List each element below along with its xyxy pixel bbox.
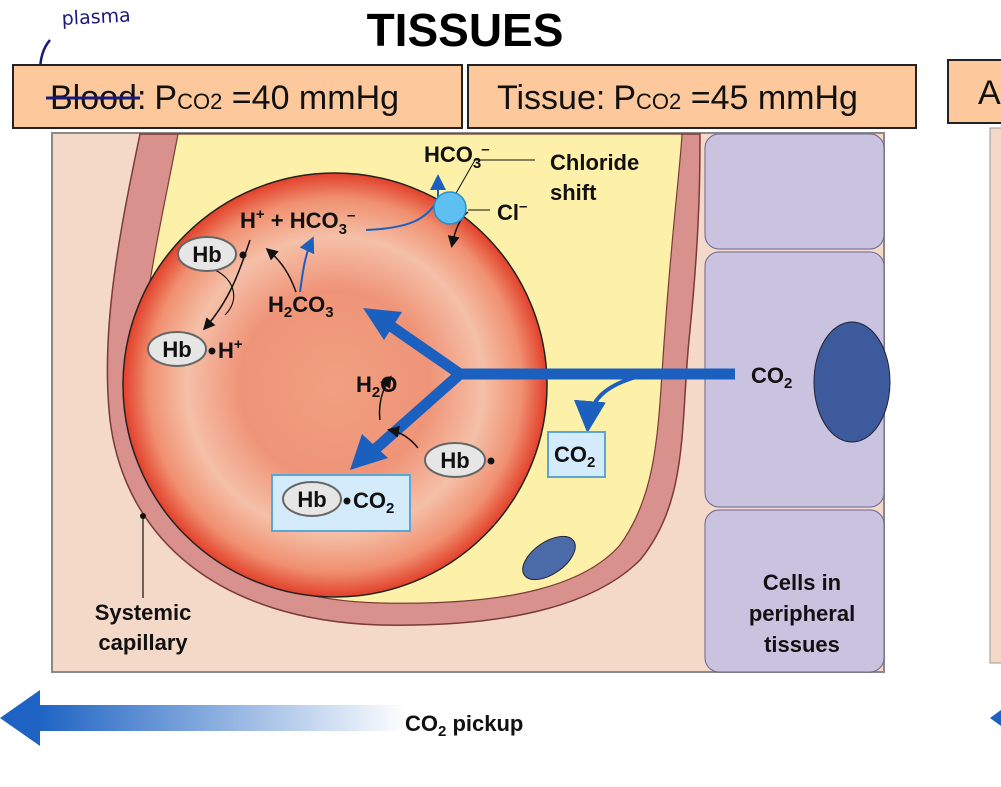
peripheral-tissue-cells — [704, 133, 891, 673]
endothelial-nucleus — [522, 535, 576, 581]
svg-text:H+: H+ — [218, 336, 243, 363]
carbaminohemoglobin-box: Hb CO2 — [271, 474, 411, 532]
co2-pickup-arrow: CO2 pickup — [0, 690, 1001, 746]
blood-pco2-box: Blood:PCO2 =40 mmHg — [12, 64, 463, 129]
svg-text:Tissue:PCO2 =45 mmHg: Tissue:PCO2 =45 mmHg — [497, 79, 858, 117]
svg-text:Hb: Hb — [297, 487, 326, 512]
hemoglobin-h-plus: Hb H+ — [147, 331, 243, 367]
alveoli-box-partial: A — [947, 59, 1001, 664]
handwritten-annotation: plasma — [61, 4, 131, 30]
svg-text:Hb: Hb — [162, 337, 191, 362]
svg-text:CO2: CO2 — [353, 488, 394, 517]
tissue-pco2-box: Tissue:PCO2 =45 mmHg — [467, 64, 917, 129]
dissolved-co2-box: CO2 — [547, 431, 606, 478]
svg-text:Blood:PCO2 =40 mmHg: Blood:PCO2 =40 mmHg — [50, 79, 399, 117]
chloride-ion-label: Cl– — [497, 198, 527, 225]
svg-text:Hb: Hb — [440, 448, 469, 473]
svg-text:CO2 pickup: CO2 pickup — [405, 711, 523, 740]
hemoglobin-free-top: Hb — [177, 236, 247, 272]
svg-text:CO2: CO2 — [554, 442, 595, 471]
svg-text:Hb: Hb — [192, 242, 221, 267]
svg-text:A: A — [978, 74, 1001, 112]
red-blood-cell — [122, 172, 548, 598]
hco3-plasma-label: HCO3– — [424, 141, 490, 172]
co2-diffusion-arrows — [350, 308, 735, 470]
water-label: H2O — [356, 372, 397, 401]
chloride-channel — [433, 191, 467, 225]
hemoglobin-free-bottom: Hb — [424, 442, 495, 478]
tissue-co2-label: CO2 — [751, 363, 792, 392]
carbonic-acid-label: H2CO3 — [268, 292, 334, 321]
cell-nucleus — [813, 321, 891, 443]
h-plus-hco3-label: H+ + HCO3– — [240, 206, 355, 238]
page-title: TISSUES — [367, 4, 564, 56]
